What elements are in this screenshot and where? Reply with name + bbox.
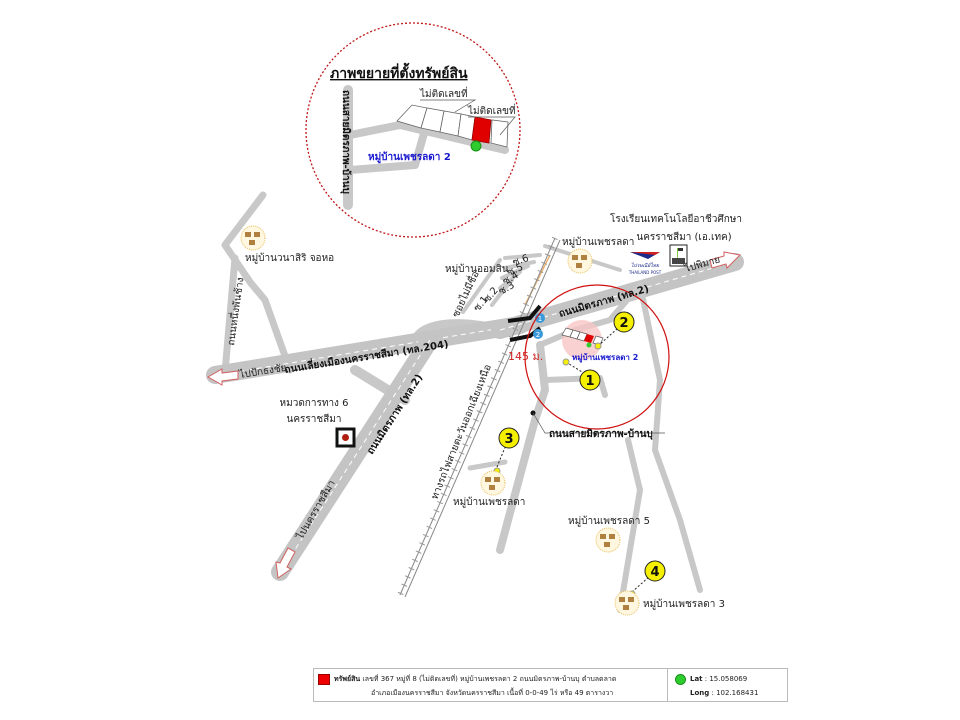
property-line1: ทรัพย์สิน เลขที่ 367 หมู่ที่ 8 (ไม่ติดเล… bbox=[334, 674, 616, 685]
village-phetlada3-label: หมู่บ้านเพชรลดา 3 bbox=[643, 598, 725, 610]
latitude-value: : 15.058069 bbox=[704, 675, 748, 683]
radius-circle bbox=[524, 284, 670, 430]
bridge-1-number: 1 bbox=[538, 315, 542, 323]
inset-no-number-right: ไม่ติดเลขที่ bbox=[467, 103, 516, 117]
school-icon bbox=[669, 244, 688, 267]
road-mittraphap-banbu-label: ถนนสายมิตรภาพ-บ้านบุ bbox=[549, 428, 653, 440]
arrow-to-phimai-icon bbox=[709, 251, 742, 269]
soi-6-label: ซ.6 bbox=[511, 253, 530, 269]
roads bbox=[206, 191, 744, 613]
highway-dept-icon bbox=[335, 427, 356, 448]
road-nuengphanchang bbox=[221, 191, 294, 374]
road-nuengphanchang-label: ถนนหนึ่งพันช้าง bbox=[223, 276, 246, 346]
inset-no-number-left: ไม่ติดเลขที่ bbox=[419, 86, 468, 100]
village-phetlada-south-label: หมู่บ้านเพชรลดา bbox=[453, 496, 525, 508]
location-dot-legend-icon bbox=[675, 674, 686, 685]
highway-dept-label-line1: หมวดการทาง 6 bbox=[280, 398, 349, 409]
road-mittraphap-banbu bbox=[496, 341, 549, 554]
inset-location-dot bbox=[470, 140, 482, 152]
longitude-label: Long bbox=[690, 689, 710, 697]
village-phetlada2-label: หมู่บ้านเพชรลดา 2 bbox=[572, 352, 638, 363]
inset-road bbox=[346, 126, 429, 174]
village-icons bbox=[240, 225, 640, 616]
omsin-sois bbox=[461, 244, 622, 314]
inset-road bbox=[346, 121, 509, 154]
village-wanasiri-label: หมู่บ้านวนาสิริ จอหอ bbox=[245, 252, 334, 264]
latitude: Lat : 15.058069 bbox=[690, 675, 747, 683]
village-omsin-label: หมู่บ้านออมสิน bbox=[445, 263, 509, 275]
marker-3 bbox=[498, 427, 520, 449]
marker-2-number: 2 bbox=[619, 316, 628, 331]
marker-4-number: 4 bbox=[650, 565, 659, 580]
village-phetlada5-label: หมู่บ้านเพชรลดา 5 bbox=[568, 515, 650, 527]
road-phetlada-south bbox=[467, 459, 508, 471]
school-label-line2: นครราชสีมา (เอ.เทค) bbox=[636, 231, 731, 243]
railway bbox=[397, 236, 561, 598]
property-lots bbox=[561, 327, 604, 346]
property-address-line1: เลขที่ 367 หมู่ที่ 8 (ไม่ติดเลขที่) หมู่… bbox=[362, 675, 617, 683]
distance-label: 145 ม. bbox=[508, 350, 543, 363]
inset-village-label: หมู่บ้านเพชรลดา 2 bbox=[368, 151, 451, 164]
post-logo-en-text: THAILAND POST bbox=[628, 270, 662, 275]
property-label: ทรัพย์สิน bbox=[334, 675, 361, 683]
marker-1 bbox=[579, 369, 601, 391]
bridge-2-number: 2 bbox=[536, 331, 540, 339]
thailand-post-logo: ไปรษณีย์ไทย THAILAND POST bbox=[628, 252, 662, 275]
longitude-value: : 102.168431 bbox=[711, 689, 759, 697]
arrow-to-nakhon-icon bbox=[275, 547, 296, 579]
inset-property-lot bbox=[471, 116, 492, 144]
bridge-2-icon bbox=[533, 329, 543, 339]
property-legend-swatch bbox=[318, 674, 330, 685]
village-icon bbox=[240, 225, 266, 251]
road-phetlada5 bbox=[617, 437, 643, 613]
marker-1-number: 1 bbox=[585, 374, 594, 389]
village-phetlada-label: หมู่บ้านเพชรลดา bbox=[562, 236, 634, 248]
marker-3-number: 3 bbox=[504, 432, 513, 447]
location-dot bbox=[586, 342, 592, 348]
inset-title: ภาพขยายที่ตั้งทรัพย์สิน bbox=[330, 62, 468, 82]
village-icon bbox=[480, 470, 506, 496]
property-info-box: ทรัพย์สิน เลขที่ 367 หมู่ที่ 8 (ไม่ติดเล… bbox=[313, 668, 668, 702]
village-icon bbox=[595, 527, 621, 553]
latitude-label: Lat bbox=[690, 675, 703, 683]
coordinates-box: Lat : 15.058069 Long : 102.168431 bbox=[668, 668, 788, 702]
road-nuengphanchang-west bbox=[221, 254, 239, 376]
school-label-line1: โรงเรียนเทคโนโลยีอาชีวศึกษา bbox=[610, 212, 742, 225]
highway-dept-label-line2: นครราชสีมา bbox=[287, 413, 342, 425]
marker-4 bbox=[644, 560, 666, 582]
inset-map: ไม่ติดเลขที่ ไม่ติดเลขที่ ภาพขยายที่ตั้ง… bbox=[305, 22, 521, 238]
inset-road-label: ถนนสายมิตรภาพ-บ้านบุ bbox=[340, 90, 352, 194]
property-lot bbox=[584, 334, 594, 343]
longitude: Long : 102.168431 bbox=[690, 689, 758, 697]
inset-lots bbox=[396, 104, 509, 148]
marker-2 bbox=[613, 311, 635, 333]
arrow-to-pakthongchai-icon bbox=[206, 368, 239, 386]
village-icon bbox=[614, 590, 640, 616]
village-icon bbox=[567, 248, 593, 274]
post-logo-text: ไปรษณีย์ไทย bbox=[631, 262, 660, 269]
property-address-line2: อำเภอเมืองนครราชสีมา จังหวัดนครราชสีมา เ… bbox=[371, 689, 614, 697]
